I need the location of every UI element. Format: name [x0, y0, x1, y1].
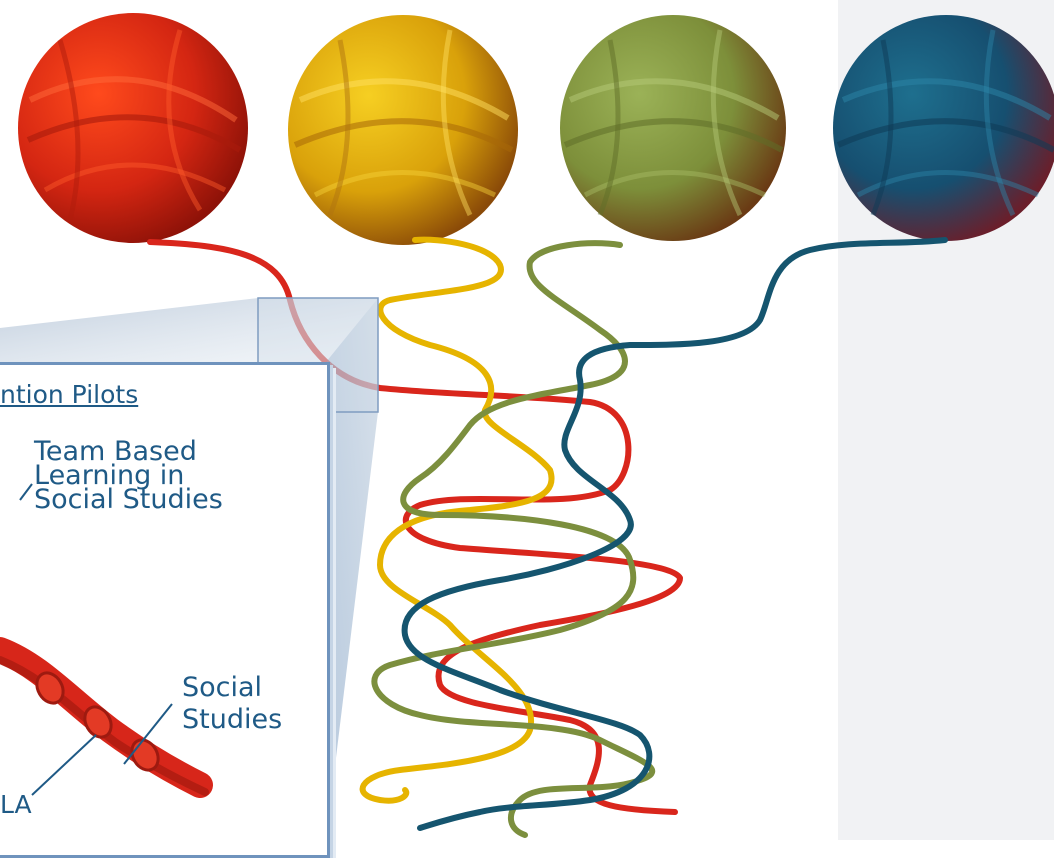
- social-studies-label: Social Studies: [182, 672, 282, 736]
- red-braid: [0, 650, 205, 792]
- team-based-learning-label: Team Based Learning in Social Studies: [34, 440, 223, 512]
- ela-label: LA: [0, 793, 32, 817]
- braid-illustration: [0, 0, 1054, 840]
- callout-title: ntion Pilots: [0, 383, 138, 407]
- ela-leader-line: [32, 735, 96, 795]
- team-leader-line: [20, 484, 32, 500]
